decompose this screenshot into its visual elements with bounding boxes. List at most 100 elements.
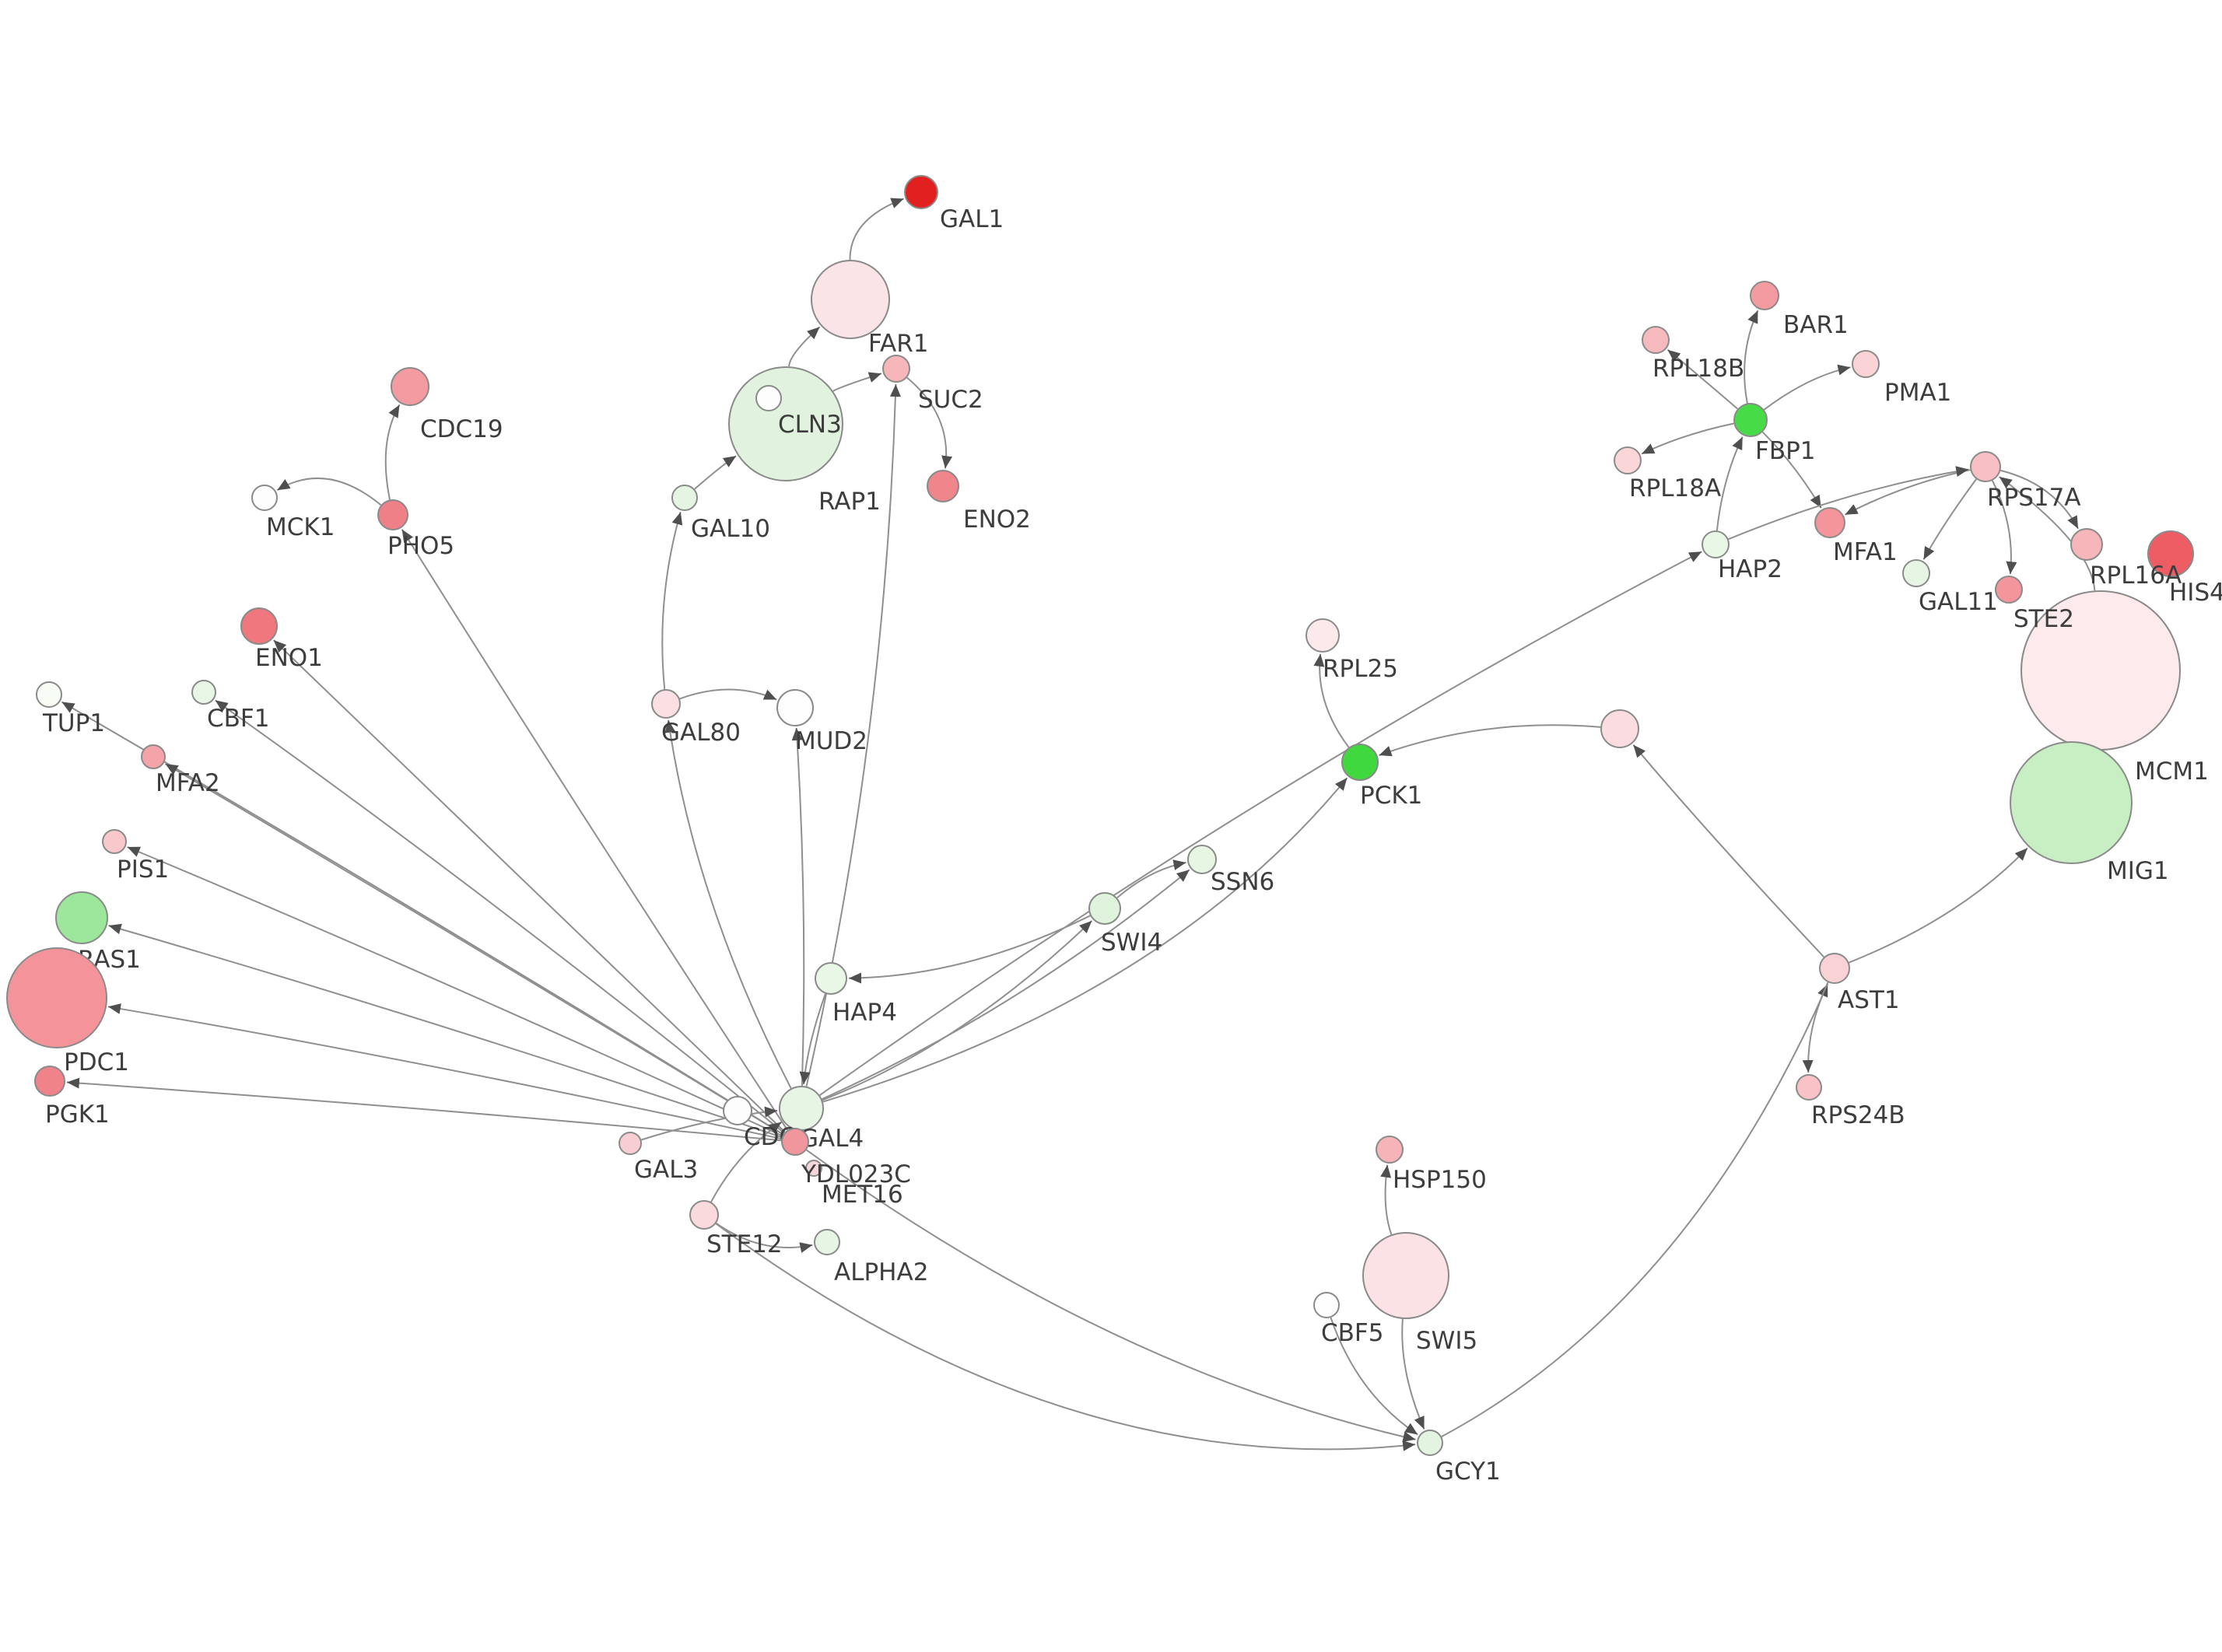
node-label-mcm1: MCM1 xyxy=(2135,758,2209,786)
node-group-ydl023c: YDL023C xyxy=(781,1128,911,1188)
node-ste12[interactable] xyxy=(689,1200,719,1230)
node-group-node1 xyxy=(1600,709,1639,748)
node-gal80[interactable] xyxy=(651,689,681,719)
node-pis1[interactable] xyxy=(102,829,127,854)
node-fbp1[interactable] xyxy=(1733,403,1768,437)
node-pdc1[interactable] xyxy=(6,947,107,1048)
node-label-cbf1: CBF1 xyxy=(207,705,269,733)
node-label-gal3: GAL3 xyxy=(634,1156,698,1184)
node-far1[interactable] xyxy=(811,260,890,339)
node-ydl023c[interactable] xyxy=(781,1128,809,1156)
node-ste2[interactable] xyxy=(1995,576,2023,604)
node-ssn6[interactable] xyxy=(1187,845,1217,874)
node-cdc19[interactable] xyxy=(391,367,429,406)
edge-rap1-far1 xyxy=(788,326,821,367)
node-label-rpl16a: RPL16A xyxy=(2090,562,2182,590)
node-rpl25[interactable] xyxy=(1306,618,1340,653)
edge-ydl023c-pho5 xyxy=(401,529,788,1131)
node-rpl18a[interactable] xyxy=(1614,446,1642,474)
node-hap2[interactable] xyxy=(1702,530,1730,558)
node-group-pck1: PCK1 xyxy=(1341,744,1422,810)
node-swi4[interactable] xyxy=(1088,892,1121,925)
node-group-mfa2: MFA2 xyxy=(141,744,220,797)
node-rps24b[interactable] xyxy=(1796,1074,1822,1101)
node-his4[interactable] xyxy=(2147,530,2194,577)
edge-pho5-cdc19 xyxy=(384,404,401,500)
node-group-ssn6: SSN6 xyxy=(1187,845,1274,896)
node-group-gal80: GAL80 xyxy=(651,689,741,747)
node-node1[interactable] xyxy=(1600,709,1639,748)
node-cbf5[interactable] xyxy=(1313,1292,1340,1318)
edge-gal4-hap2 xyxy=(819,551,1702,1097)
node-group-rpl18a: RPL18A xyxy=(1614,446,1721,502)
node-swi5[interactable] xyxy=(1362,1232,1449,1319)
node-cln3[interactable] xyxy=(755,385,782,411)
node-met16[interactable] xyxy=(805,1160,822,1177)
node-group-cbf1: CBF1 xyxy=(191,680,269,733)
node-alpha2[interactable] xyxy=(814,1229,840,1255)
node-pho5[interactable] xyxy=(377,499,408,530)
node-group-pgk1: PGK1 xyxy=(34,1066,110,1129)
node-mig1[interactable] xyxy=(2010,741,2133,864)
node-label-hap2: HAP2 xyxy=(1718,555,1782,583)
node-mud2[interactable] xyxy=(776,689,814,726)
edge-gal4-ssn6 xyxy=(821,869,1190,1101)
node-gal3[interactable] xyxy=(619,1132,642,1155)
node-tup1[interactable] xyxy=(36,681,62,708)
node-label-fbp1: FBP1 xyxy=(1755,437,1816,465)
node-label-cbf5: CBF5 xyxy=(1321,1319,1383,1347)
edge-gal80-gal10 xyxy=(661,512,683,690)
edge-gal4-gal80 xyxy=(664,719,792,1089)
nodes-layer: RAP1CLN3FAR1GAL1SUC2ENO2GAL10CDC19MCK1PH… xyxy=(6,175,2222,1486)
node-gal11[interactable] xyxy=(1902,559,1930,587)
node-suc2[interactable] xyxy=(882,355,910,383)
edge-gal80-mud2 xyxy=(679,688,777,701)
node-label-tup1: TUP1 xyxy=(42,709,105,737)
edge-gal4-pck1 xyxy=(822,777,1348,1103)
node-label-rpl18b: RPL18B xyxy=(1652,355,1744,383)
node-bar1[interactable] xyxy=(1750,281,1779,310)
node-group-ste12: STE12 xyxy=(689,1200,783,1258)
edge-gal4-swi4 xyxy=(822,920,1093,1101)
node-group-cbf5: CBF5 xyxy=(1313,1292,1383,1347)
edge-ydl023c-ras1 xyxy=(108,923,783,1139)
node-group-rps24b: RPS24B xyxy=(1796,1074,1905,1129)
node-gcy1[interactable] xyxy=(1417,1430,1443,1456)
node-group-pho5: PHO5 xyxy=(377,499,454,560)
node-rpl16a[interactable] xyxy=(2070,528,2103,561)
edge-fbp1-rpl18a xyxy=(1641,422,1734,455)
node-rpl18b[interactable] xyxy=(1642,326,1670,354)
node-group-mud2: MUD2 xyxy=(776,689,867,755)
edge-ast1-node1 xyxy=(1632,744,1825,958)
edges-layer xyxy=(61,198,2096,1451)
node-label-alpha2: ALPHA2 xyxy=(834,1258,928,1286)
node-group-hap2: HAP2 xyxy=(1702,530,1782,583)
node-ras1[interactable] xyxy=(55,891,108,944)
node-gal10[interactable] xyxy=(671,485,698,511)
node-pgk1[interactable] xyxy=(34,1066,65,1097)
node-hap4[interactable] xyxy=(815,962,847,995)
node-eno1[interactable] xyxy=(240,607,278,645)
node-label-rps17a: RPS17A xyxy=(1987,484,2081,512)
node-label-rap1: RAP1 xyxy=(818,488,881,516)
edge-swi5-gcy1 xyxy=(1401,1318,1425,1430)
node-rps17a[interactable] xyxy=(1970,451,2001,482)
node-cdcx[interactable] xyxy=(723,1096,752,1125)
node-gal1[interactable] xyxy=(904,175,938,209)
node-cbf1[interactable] xyxy=(191,680,216,705)
node-mck1[interactable] xyxy=(251,485,278,511)
node-mfa2[interactable] xyxy=(141,744,166,769)
node-mfa1[interactable] xyxy=(1814,507,1845,538)
node-group-rap1: RAP1 xyxy=(728,366,881,516)
node-group-tup1: TUP1 xyxy=(36,681,105,737)
node-pma1[interactable] xyxy=(1852,350,1880,378)
node-hsp150[interactable] xyxy=(1376,1136,1404,1164)
edge-node1-pck1 xyxy=(1379,724,1601,757)
node-ast1[interactable] xyxy=(1819,953,1850,984)
node-pck1[interactable] xyxy=(1341,744,1379,781)
node-group-rpl18b: RPL18B xyxy=(1642,326,1744,383)
edge-gal10-rap1 xyxy=(694,455,737,490)
node-label-ste12: STE12 xyxy=(706,1230,783,1258)
node-eno2[interactable] xyxy=(927,470,959,502)
